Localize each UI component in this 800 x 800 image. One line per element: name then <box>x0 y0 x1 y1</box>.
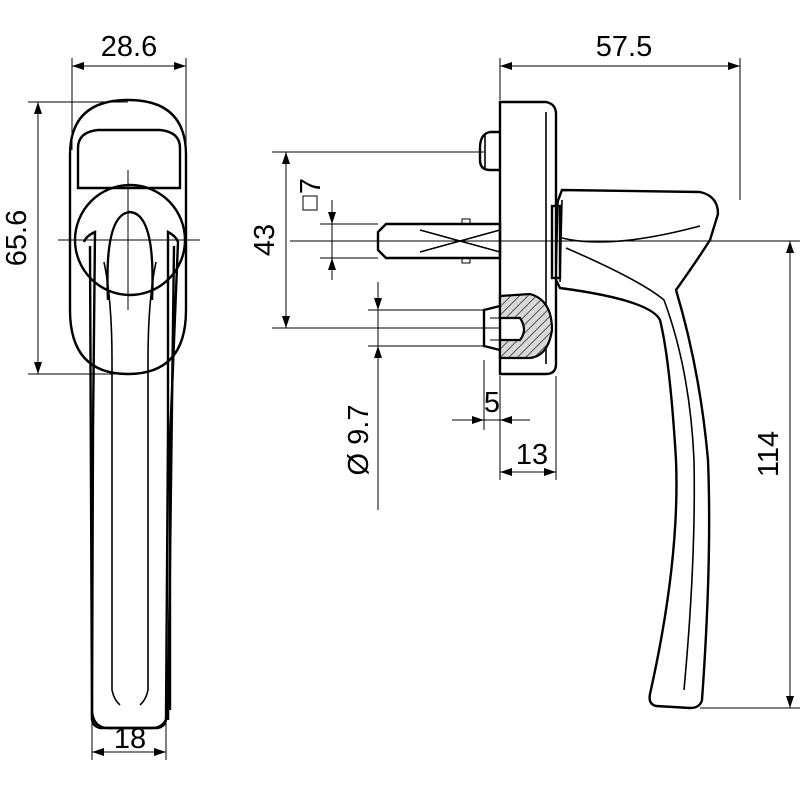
dim-front-height: 65.6 <box>1 101 128 375</box>
collar <box>550 204 562 280</box>
total-length-label: 114 <box>753 431 785 477</box>
front-view <box>58 98 200 730</box>
spacing-label: 43 <box>249 224 281 256</box>
screw-offset-label: 5 <box>484 387 500 419</box>
grip-crease-left <box>103 261 121 706</box>
rosette-cap <box>76 128 182 190</box>
dim-square-spindle: 7 <box>295 178 378 280</box>
neck-inner <box>106 210 154 301</box>
base-plate <box>498 100 558 376</box>
top-pin <box>478 130 500 172</box>
grip-right-edge <box>166 245 176 721</box>
grip-width-label: 18 <box>114 723 146 755</box>
total-depth-label: 57.5 <box>596 31 652 63</box>
dim-total-length: 114 <box>700 240 800 709</box>
front-height-label: 65.6 <box>1 210 33 266</box>
square-spindle-label: 7 <box>295 178 327 194</box>
dim-front-width: 28.6 <box>71 31 187 150</box>
grip-left-edge <box>88 245 94 721</box>
dim-screw-offset: 5 <box>452 360 530 430</box>
dim-spacing: 43 <box>249 151 500 329</box>
screw-diameter-label: Ø 9.7 <box>343 405 375 476</box>
grip-crease-right <box>139 261 157 706</box>
dim-total-depth: 57.5 <box>499 31 741 200</box>
dim-grip-width: 18 <box>91 700 167 760</box>
lever-crease <box>561 225 701 691</box>
square-symbol-icon <box>302 195 318 211</box>
dim-screw-diameter: Ø 9.7 <box>343 282 484 510</box>
grip-outline <box>82 230 180 730</box>
front-width-label: 28.6 <box>101 31 157 63</box>
base-depth-label: 13 <box>516 439 548 471</box>
lever-outline <box>554 188 720 710</box>
screw-boss-section <box>482 292 554 360</box>
dim-base-depth: 13 <box>499 376 557 480</box>
side-view <box>290 100 800 710</box>
